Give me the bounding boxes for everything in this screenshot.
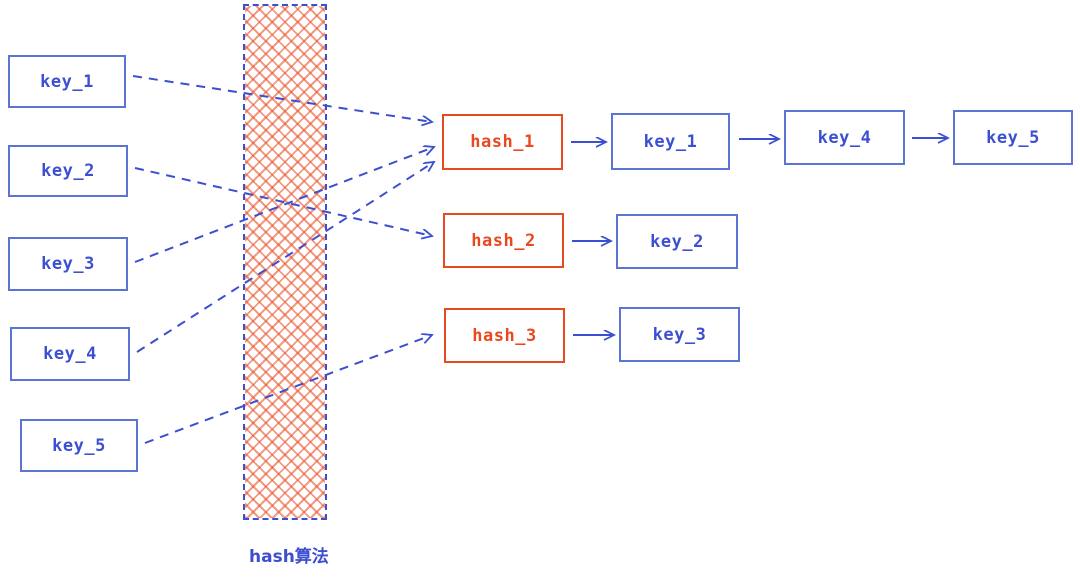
input-key-box[interactable]: key_2 xyxy=(8,145,128,197)
chain-key-box[interactable]: key_1 xyxy=(611,113,730,170)
chain-key-box[interactable]: key_4 xyxy=(784,110,905,165)
chain-key-box[interactable]: key_2 xyxy=(616,214,738,269)
hash-bucket-box[interactable]: hash_1 xyxy=(442,114,563,170)
hash-mapping-lines xyxy=(132,75,434,444)
input-key-box[interactable]: key_4 xyxy=(10,327,130,381)
hash-mapping-line xyxy=(134,167,432,236)
hash-bucket-box[interactable]: hash_2 xyxy=(443,213,564,268)
hash-mapping-line xyxy=(134,147,434,263)
chain-arrows xyxy=(571,138,948,335)
input-key-box[interactable]: key_5 xyxy=(20,419,138,472)
hash-algorithm-label: hash算法 xyxy=(249,547,329,567)
input-key-box[interactable]: key_1 xyxy=(8,55,126,108)
hash-bucket-box[interactable]: hash_3 xyxy=(444,308,565,363)
chain-key-box[interactable]: key_5 xyxy=(953,110,1073,165)
hash-mapping-line xyxy=(136,162,434,353)
hatch-pattern xyxy=(245,6,325,518)
input-key-box[interactable]: key_3 xyxy=(8,237,128,291)
hash-mapping-line xyxy=(132,75,432,122)
hash-mapping-line xyxy=(144,335,432,444)
chain-key-box[interactable]: key_3 xyxy=(619,307,740,362)
hash-algorithm-column xyxy=(243,4,327,520)
